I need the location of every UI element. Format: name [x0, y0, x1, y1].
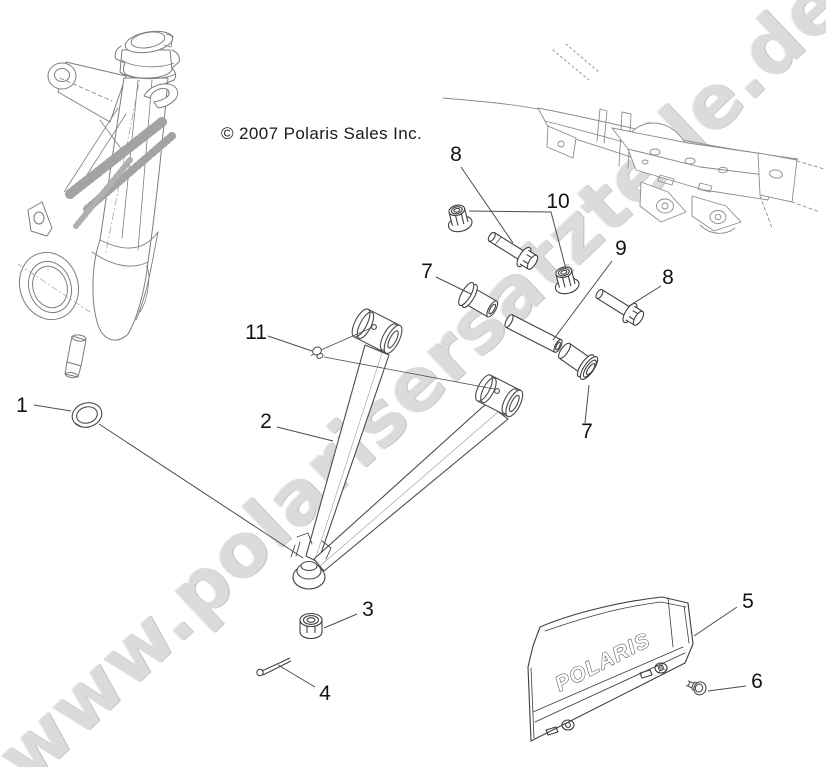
part-6-screw [685, 680, 707, 696]
part-1-seal-ring [71, 402, 103, 428]
part-11-grease-fitting [310, 346, 324, 359]
callout-2: 2 [260, 410, 272, 433]
part-9-spacer-tube [504, 314, 563, 353]
callout-8-right: 8 [662, 266, 674, 289]
part-7-bushing-upper [458, 281, 499, 318]
part-3-nut [299, 612, 323, 640]
callout-9: 9 [615, 237, 627, 260]
steering-knuckle-drawing [17, 30, 180, 379]
callout-11: 11 [245, 321, 267, 344]
callout-4: 4 [319, 682, 331, 705]
part-8-bolt-left [487, 231, 539, 270]
part-2-a-arm [290, 308, 524, 590]
frame-drawing [442, 43, 825, 234]
callout-1: 1 [16, 394, 28, 417]
callout-7-lower: 7 [581, 420, 593, 443]
callout-10: 10 [546, 190, 570, 213]
part-8-bolt-right [595, 288, 645, 326]
callout-7-upper: 7 [421, 260, 433, 283]
part-5-guard: POLARIS [527, 596, 694, 742]
callout-3: 3 [362, 598, 374, 621]
callout-5: 5 [742, 590, 754, 613]
part-10-flange-nut-right [554, 266, 580, 295]
callout-6: 6 [751, 670, 763, 693]
copyright-text: © 2007 Polaris Sales Inc. [221, 124, 423, 143]
callout-8-left: 8 [450, 143, 462, 166]
part-4-cotter-pin [256, 657, 292, 677]
part-7-bushing-lower [557, 342, 599, 380]
leader-lines [33, 166, 747, 692]
part-10-flange-nut-left [447, 204, 473, 233]
